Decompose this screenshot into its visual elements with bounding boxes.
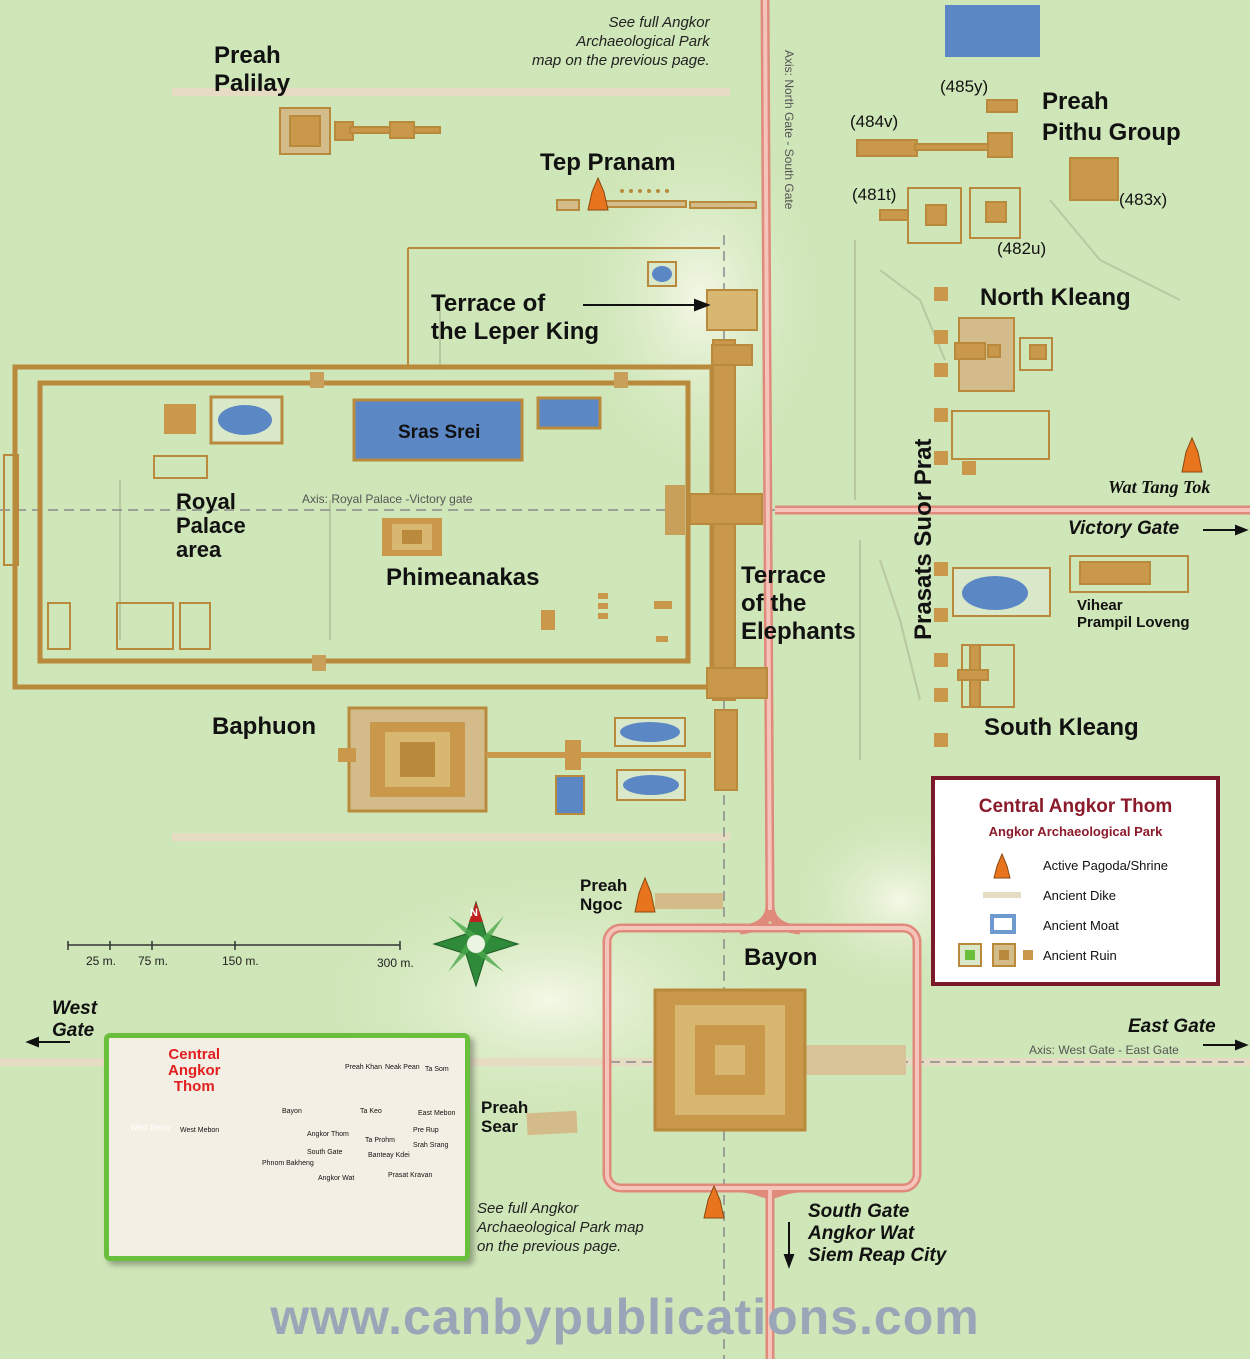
label-west-gate: West Gate [52,998,98,1041]
inset-place-angkor-thom: Angkor Thom [307,1131,349,1138]
dike-icon [983,892,1021,898]
label-sras-srei: Sras Srei [398,422,481,443]
inset-place-south-gate: South Gate [307,1149,343,1156]
inset-place-ta-prohm: Ta Prohm [365,1137,395,1144]
ancient-dikes [0,88,1250,1066]
publisher-website: www.canbypublications.com [270,1289,980,1345]
inset-place-prasat-kravan: Prasat Kravan [388,1172,433,1179]
label-485y: (485y) [940,77,989,96]
bayon-ruin [653,988,906,1132]
inset-place-pre-rup: Pre Rup [413,1127,439,1134]
inset-place-angkor-wat: Angkor Wat [318,1175,355,1182]
prasats-suor-prat-towers [934,287,976,747]
label-preah-palilay: Preah Palilay [214,42,291,97]
label-royal-palace: Royal Palace area [176,489,246,562]
pagoda-icon [587,176,609,211]
note-top: See full Angkor Archaeological Park map … [532,14,710,69]
axis-label-north-south: Axis: North Gate - South Gate [782,50,796,210]
label-wat-tang-tok: Wat Tang Tok [1108,477,1211,497]
label-south-gate: South Gate Angkor Wat Siem Reap City [808,1201,947,1266]
label-bayon: Bayon [744,944,818,971]
label-terrace-elephants: Terrace of the Elephants [741,562,856,645]
terraces [689,289,768,791]
note-bottom: See full Angkor Archaeological Park map … [477,1200,644,1255]
label-481t: (481t) [852,185,897,204]
label-preah-pithu-group: Preah Pithu Group [1042,88,1181,146]
legend-item-pagoda: Active Pagoda/Shrine [1043,858,1169,873]
legend-subtitle: Angkor Archaeological Park [988,824,1163,839]
inset-place-ta-som: Ta Som [425,1066,449,1073]
lake-northeast [945,5,1040,57]
legend-item-dike: Ancient Dike [1043,888,1116,903]
ponds [209,261,1051,815]
inset-place-banteay-kdei: Banteay Kdei [368,1152,410,1159]
pagoda-icon [634,876,656,913]
small-ruins [164,404,672,642]
inset-place-bayon: Bayon [282,1108,302,1115]
scale-tick-75: 75 m. [138,954,169,968]
label-south-kleang: South Kleang [984,714,1139,741]
axis-label-palace-victory: Axis: Royal Palace -Victory gate [302,492,473,506]
inset-place-west-baray: West Baray [130,1123,172,1132]
legend-title: Central Angkor Thom [978,796,1173,817]
label-east-gate: East Gate [1128,1016,1216,1037]
pagoda-icon [993,852,1011,879]
scale-tick-25: 25 m. [86,954,117,968]
label-baphuon: Baphuon [212,713,316,740]
label-victory-gate: Victory Gate [1068,518,1180,539]
label-preah-sear: Preah Sear [481,1098,529,1136]
legend-icons [958,852,1033,967]
pagoda-icon [703,1184,725,1219]
label-tep-pranam: Tep Pranam [540,149,676,176]
tep-pranam-ruin [556,199,757,211]
preah-sear-platform [526,1110,578,1136]
baphuon-ruin [338,706,711,813]
inset-label: Central Angkor Thom [168,1046,221,1095]
label-482u: (482u) [997,239,1047,258]
label-prasats-suor-prat: Prasats Suor Prat [910,438,937,640]
label-preah-ngoc: Preah Ngoc [580,876,628,914]
ruin-icon [958,943,1033,967]
inset-locator-map [104,1033,470,1261]
map-legend: Central Angkor Thom Angkor Archaeologica… [931,776,1220,986]
inset-place-west-mebon: West Mebon [180,1127,220,1134]
label-terrace-leper-king: Terrace of the Leper King [431,290,600,345]
pagoda-icon [1181,436,1203,473]
label-phimeanakas: Phimeanakas [386,564,540,591]
inset-place-phnom-bakheng: Phnom Bakheng [262,1160,314,1167]
scale-tick-300: 300 m. [377,956,414,970]
preah-palilay-ruin [279,107,441,155]
scale-bar [67,941,401,950]
legend-item-ruin: Ancient Ruin [1043,948,1117,963]
phimeanakas-ruin [382,518,442,556]
preah-ngoc-platform [655,893,723,909]
north-compass-rose-icon [432,900,520,988]
inset-place-srah-srang: Srah Srang [413,1142,449,1149]
preah-pithu-ruins [856,99,1119,244]
pagoda-icons [587,176,1203,1219]
legend-item-moat: Ancient Moat [1043,918,1119,933]
kleang-ruins [951,317,1189,708]
label-vihear-prampil-loveng: Vihear Prampil Loveng [1077,597,1190,631]
compass-north-letter: N [470,907,478,919]
label-north-kleang: North Kleang [980,284,1131,311]
scale-tick-150: 150 m. [222,954,259,968]
inset-place-neak-pean: Neak Pean [385,1064,420,1071]
axis-label-west-east: Axis: West Gate - East Gate [1029,1043,1179,1057]
inset-place-east-mebon: East Mebon [418,1110,456,1117]
moat-icon [990,914,1016,934]
inset-place-preah-khan: Preah Khan [345,1064,382,1071]
inset-place-ta-keo: Ta Keo [360,1108,382,1115]
label-483x: (483x) [1119,190,1168,209]
arrows [25,298,1249,1269]
label-484v: (484v) [850,112,899,131]
